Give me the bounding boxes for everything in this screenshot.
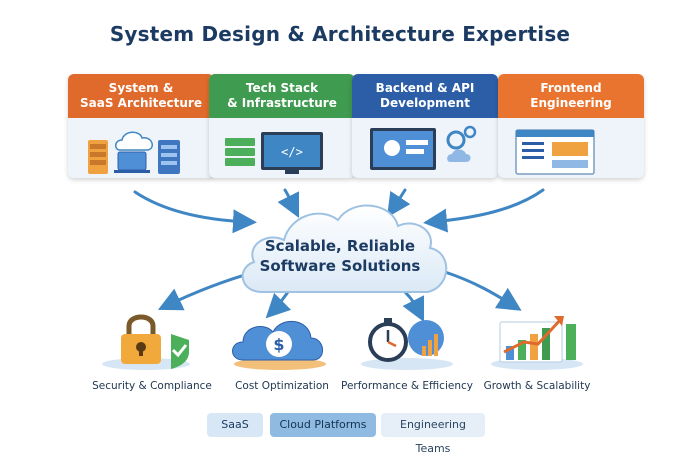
stopwatch-gauge-icon <box>361 318 453 370</box>
outcome-growth-label: Growth & Scalability <box>483 380 591 392</box>
cloud-dollar-icon: $ <box>232 320 326 370</box>
svg-text:$: $ <box>273 335 284 354</box>
padlock-shield-icon <box>102 314 190 370</box>
arrow-card3-to-center <box>387 188 411 218</box>
arrow-center-to-performance <box>402 290 425 323</box>
outcome-cost-label: Cost Optimization <box>235 380 329 392</box>
svg-text:</>: </> <box>281 145 303 159</box>
card-header: System &SaaS Architecture <box>68 74 214 118</box>
arrow-center-to-cost <box>265 290 292 319</box>
center-text: Scalable, Reliable Software Solutions <box>259 237 421 275</box>
card-tech-stack: Tech Stack& Infrastructure </> <box>209 74 355 178</box>
arrow-card1-to-center <box>133 190 257 234</box>
gear-monitor-icon <box>370 125 477 170</box>
server-code-monitor-icon: </> <box>225 132 323 174</box>
tag-engineering-teams: Engineering Teams <box>381 413 485 455</box>
card-saas-architecture: System &SaaS Architecture <box>68 74 214 178</box>
tag-saas: SaaS <box>207 413 263 437</box>
server-cloud-icon <box>88 131 180 174</box>
diagram-title: System Design & Architecture Expertise <box>109 22 571 46</box>
growth-chart-icon <box>491 316 583 370</box>
tag-cloud-platforms: Cloud Platforms <box>270 413 376 437</box>
center-cloud-shape <box>241 204 448 293</box>
arrow-card2-to-center <box>277 188 300 219</box>
arrow-center-to-growth <box>443 270 522 311</box>
card-header: Tech Stack& Infrastructure <box>209 74 355 118</box>
outcome-security-label: Security & Compliance <box>92 380 212 392</box>
outcome-performance-label: Performance & Efficiency <box>341 380 473 392</box>
arrow-card4-to-center <box>423 188 545 233</box>
browser-window-icon <box>515 129 595 175</box>
